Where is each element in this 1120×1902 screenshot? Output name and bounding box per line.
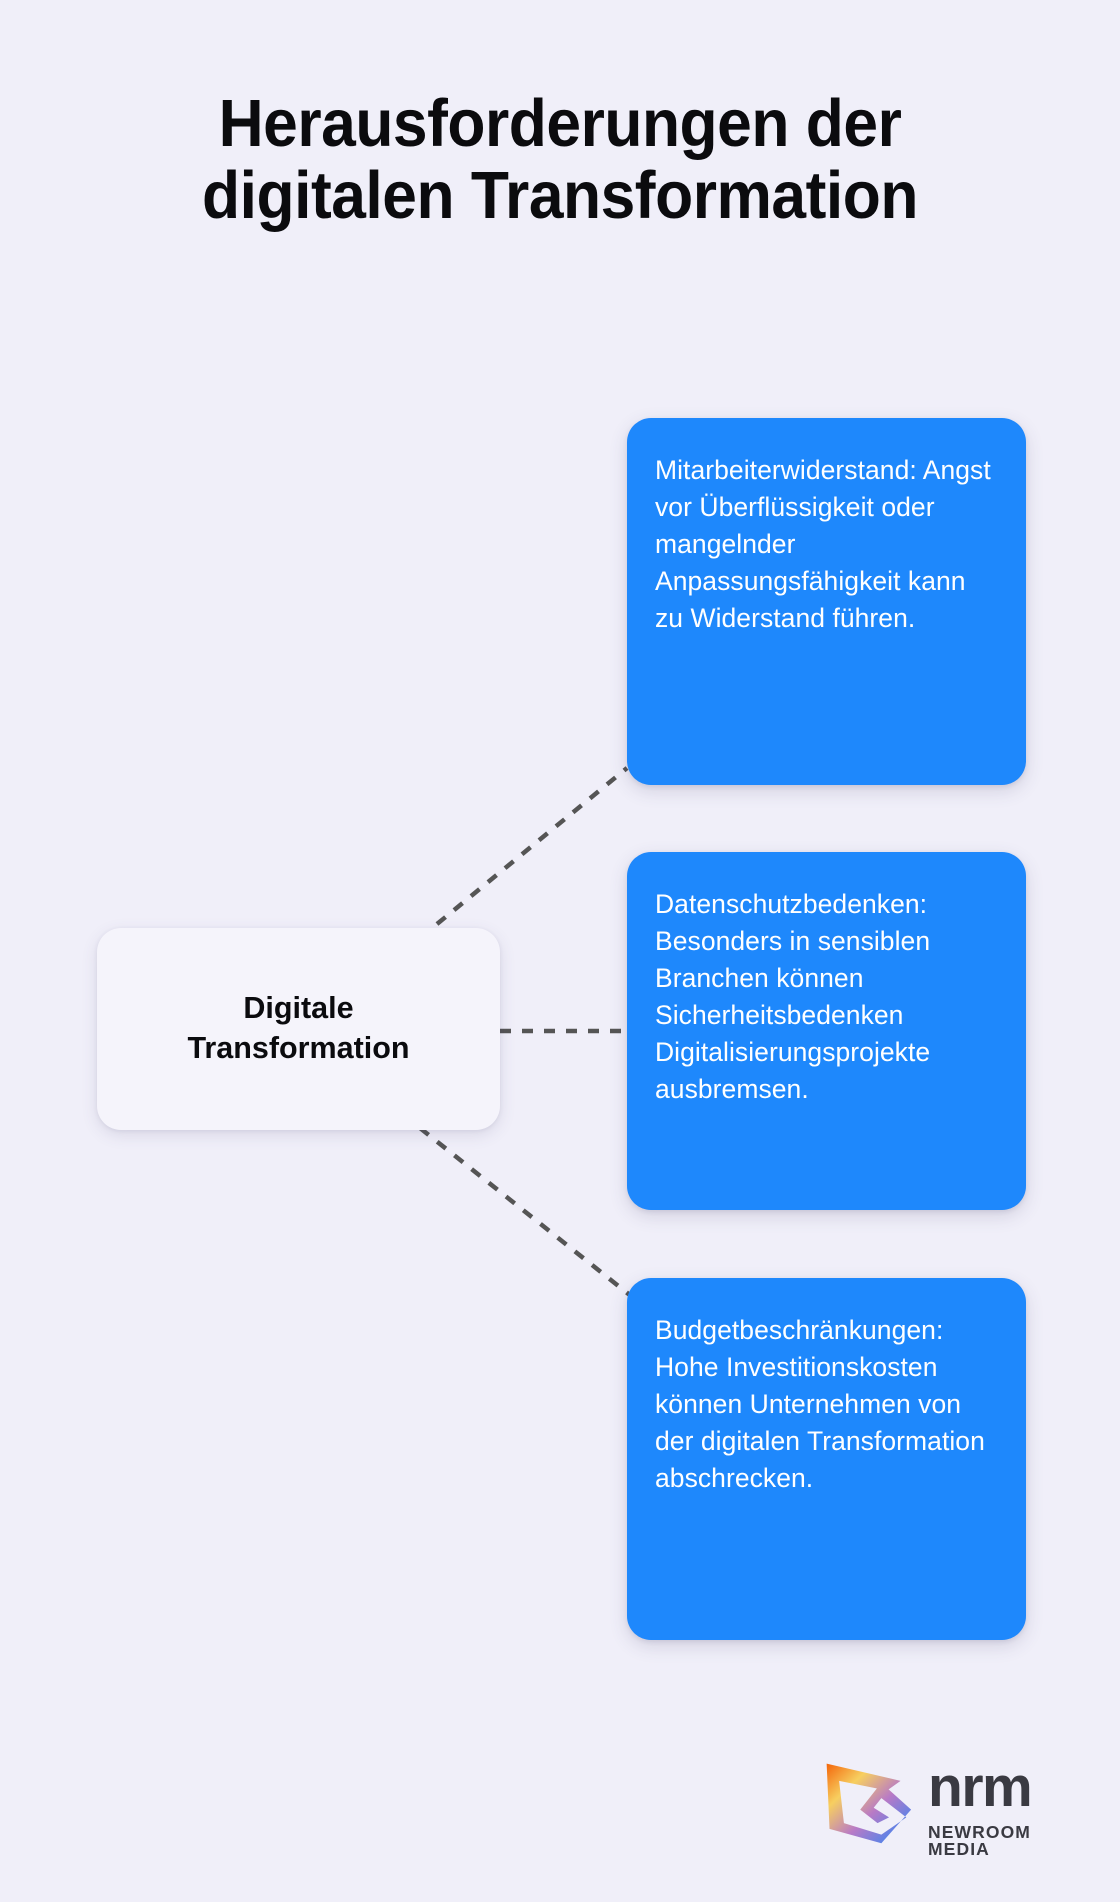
page-title: Herausforderungen der digitalen Transfor… xyxy=(202,86,918,234)
brand-logo[interactable]: nrm NEWROOM MEDIA xyxy=(818,1752,1086,1860)
center-node[interactable]: Digitale Transformation xyxy=(97,928,500,1130)
challenge-card-2-text: Datenschutzbedenken: Besonders in sensib… xyxy=(655,889,931,1105)
challenge-card-1[interactable]: Mitarbeiterwiderstand: Angst vor Überflü… xyxy=(627,418,1026,785)
connector-to-card-3 xyxy=(418,1126,633,1298)
center-node-label: Digitale Transformation xyxy=(187,991,410,1065)
logo-text-group: nrm NEWROOM MEDIA xyxy=(928,1755,1086,1860)
connector-to-card-1 xyxy=(418,766,629,940)
nrm-gradient-arrow-mark-icon xyxy=(826,1763,912,1844)
challenge-card-3[interactable]: Budgetbeschränkungen: Hohe Investitionsk… xyxy=(627,1278,1026,1640)
challenge-card-2[interactable]: Datenschutzbedenken: Besonders in sensib… xyxy=(627,852,1026,1210)
logo-tagline: NEWROOM MEDIA xyxy=(928,1821,1031,1860)
logo-wordmark: nrm xyxy=(928,1755,1033,1819)
challenge-card-1-text: Mitarbeiterwiderstand: Angst vor Überflü… xyxy=(655,455,991,634)
challenge-card-3-text: Budgetbeschränkungen: Hohe Investitionsk… xyxy=(655,1315,985,1494)
